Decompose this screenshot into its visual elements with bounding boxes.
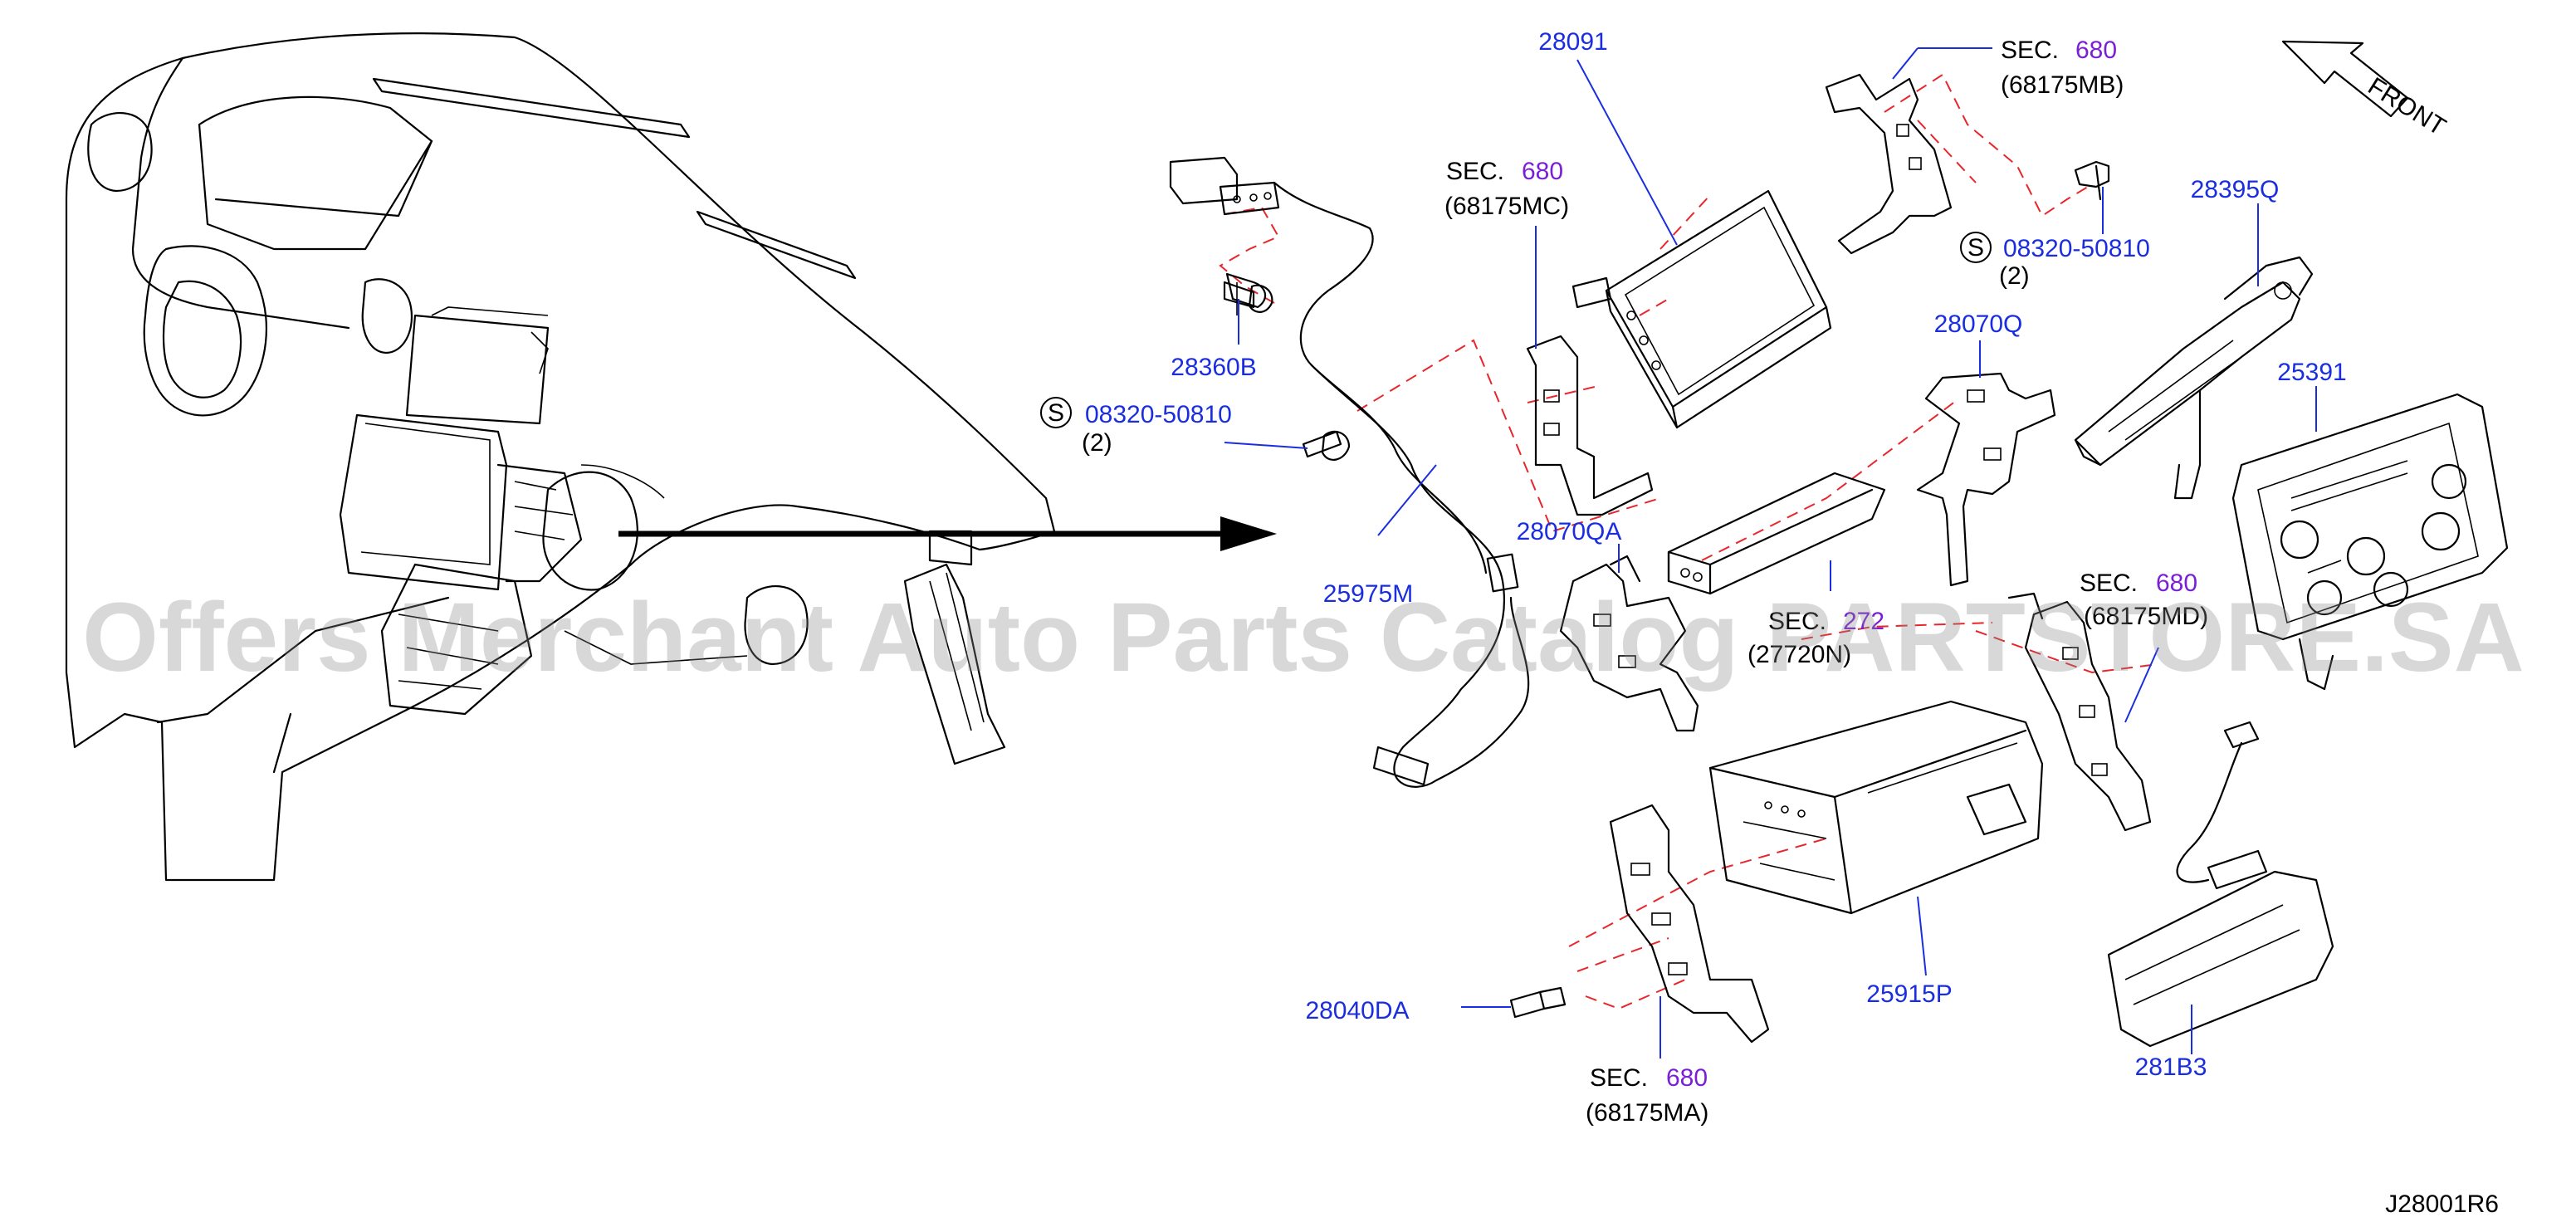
part-08320-screw-left <box>1302 430 1351 461</box>
sec-mb-ref: (68175MB) <box>2001 71 2124 99</box>
location-arrow <box>618 516 1277 551</box>
label-25975m[interactable]: 25975M <box>1323 580 1413 608</box>
bracket-68175ma <box>1609 804 1770 1044</box>
part-28091-display <box>1605 189 1832 429</box>
label-28360b[interactable]: 28360B <box>1171 354 1256 381</box>
part-28360b-screw <box>1223 281 1273 313</box>
sec-mc-ref: (68175MC) <box>1444 193 1569 220</box>
part-28395q <box>2074 256 2314 500</box>
part-25975m-cable <box>1310 364 1530 788</box>
sec-mb-label: SEC. <box>2001 37 2059 64</box>
part-25391-control-panel <box>2231 393 2509 691</box>
label-28395q[interactable]: 28395Q <box>2191 176 2280 203</box>
label-08320-left[interactable]: 08320-50810 <box>1085 401 1232 428</box>
screw-symbol-right <box>1960 232 1992 263</box>
label-25391[interactable]: 25391 <box>2277 359 2346 386</box>
sec-ma-label: SEC. <box>1590 1064 1648 1092</box>
bracket-28070q <box>1916 372 2056 587</box>
front-direction-arrow <box>2281 40 2409 118</box>
label-28070q[interactable]: 28070Q <box>1934 310 2023 338</box>
label-281b3[interactable]: 281B3 <box>2135 1054 2207 1081</box>
sec-mb-number[interactable]: 680 <box>2075 37 2117 64</box>
screw-symbol-left-text: S <box>1048 399 1064 427</box>
qty-08320-left: (2) <box>1082 429 1112 457</box>
bracket-28070qa <box>1559 555 1699 732</box>
label-25915p[interactable]: 25915P <box>1866 980 1952 1008</box>
sec-right-label: SEC. <box>2080 570 2138 597</box>
sec-mc-number[interactable]: 680 <box>1522 158 1563 185</box>
bracket-68175mc <box>1526 276 1654 516</box>
sec-ma-number[interactable]: 680 <box>1666 1064 1708 1092</box>
part-08320-screw-right <box>2074 160 2110 201</box>
label-28040da[interactable]: 28040DA <box>1305 997 1409 1024</box>
part-sec272-module <box>1667 472 1886 595</box>
sec-right-number[interactable]: 680 <box>2156 570 2197 597</box>
qty-08320-right: (2) <box>1999 262 2030 290</box>
sec-mid-ref: (27720N) <box>1747 641 1851 668</box>
bracket-68175mb <box>1825 73 1953 255</box>
screw-symbol-right-text: S <box>1967 234 1984 262</box>
label-08320-right[interactable]: 08320-50810 <box>2003 235 2150 262</box>
watermark: Offers Merchant Auto Parts Catalog PARTS… <box>82 583 2525 692</box>
part-25915p-nav-unit <box>1708 700 2044 915</box>
sec-right-ref: (68175MD) <box>2084 603 2208 630</box>
bracket-68175md <box>2007 592 2152 832</box>
leader-lines <box>1224 47 2317 1058</box>
sec-mid-label: SEC. <box>1768 608 1826 635</box>
label-28070qa[interactable]: 28070QA <box>1517 518 1622 545</box>
assembly-lines <box>1219 73 2159 1010</box>
part-28040da-screw <box>1509 986 1567 1019</box>
part-28360b-connector <box>1169 156 1374 367</box>
part-281b3 <box>2107 721 2334 1048</box>
front-label: FRONT <box>2363 72 2451 141</box>
sec-ma-ref: (68175MA) <box>1586 1099 1708 1127</box>
label-28091[interactable]: 28091 <box>1538 28 1607 56</box>
diagram-code: J28001R6 <box>2385 1190 2499 1218</box>
dashboard-illustration <box>65 32 1056 882</box>
sec-mc-label: SEC. <box>1446 158 1504 185</box>
screw-symbol-left <box>1040 397 1072 428</box>
sec-mid-number[interactable]: 272 <box>1843 608 1884 635</box>
